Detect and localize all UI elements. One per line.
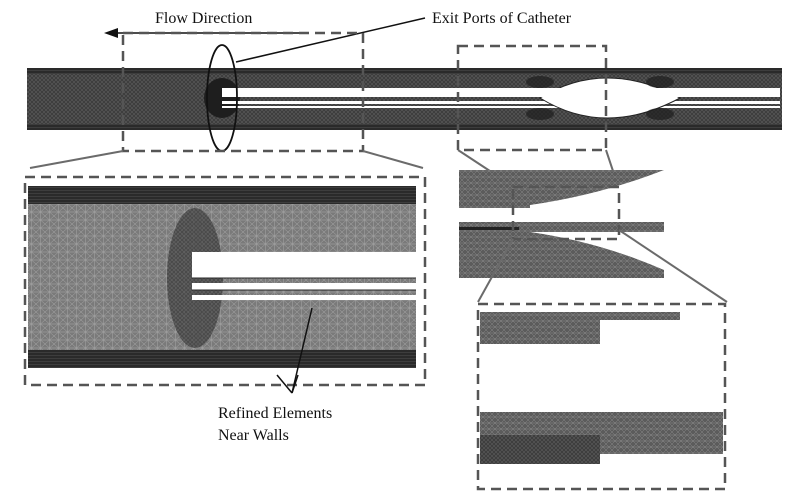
connector-left-a <box>29 150 124 169</box>
near-walls-label: Near Walls <box>218 427 289 444</box>
refined-pointer-b <box>276 374 293 394</box>
zoom-box-right <box>456 44 608 152</box>
refined-pointer-a <box>291 307 313 394</box>
refined-elements-label: Refined Elements <box>218 405 332 422</box>
zoom-box-left <box>121 31 365 153</box>
connector-left-b <box>362 150 424 169</box>
zoom-step-mesh <box>480 312 723 464</box>
zoom-box-balloon-detail <box>511 185 621 241</box>
zoom-box-exit-detail <box>23 175 427 387</box>
connector-balloon-a <box>477 238 514 303</box>
refined-pointer-c <box>291 374 299 394</box>
flow-direction-label: Flow Direction <box>155 10 252 27</box>
connector-balloon-b <box>618 229 728 303</box>
full-vessel-mesh <box>27 68 782 130</box>
zoom-exit-ports-mesh <box>28 186 416 368</box>
zoom-box-step-detail <box>476 302 727 491</box>
exit-ports-leader-line <box>235 17 426 63</box>
exit-ports-label: Exit Ports of Catheter <box>432 10 572 27</box>
